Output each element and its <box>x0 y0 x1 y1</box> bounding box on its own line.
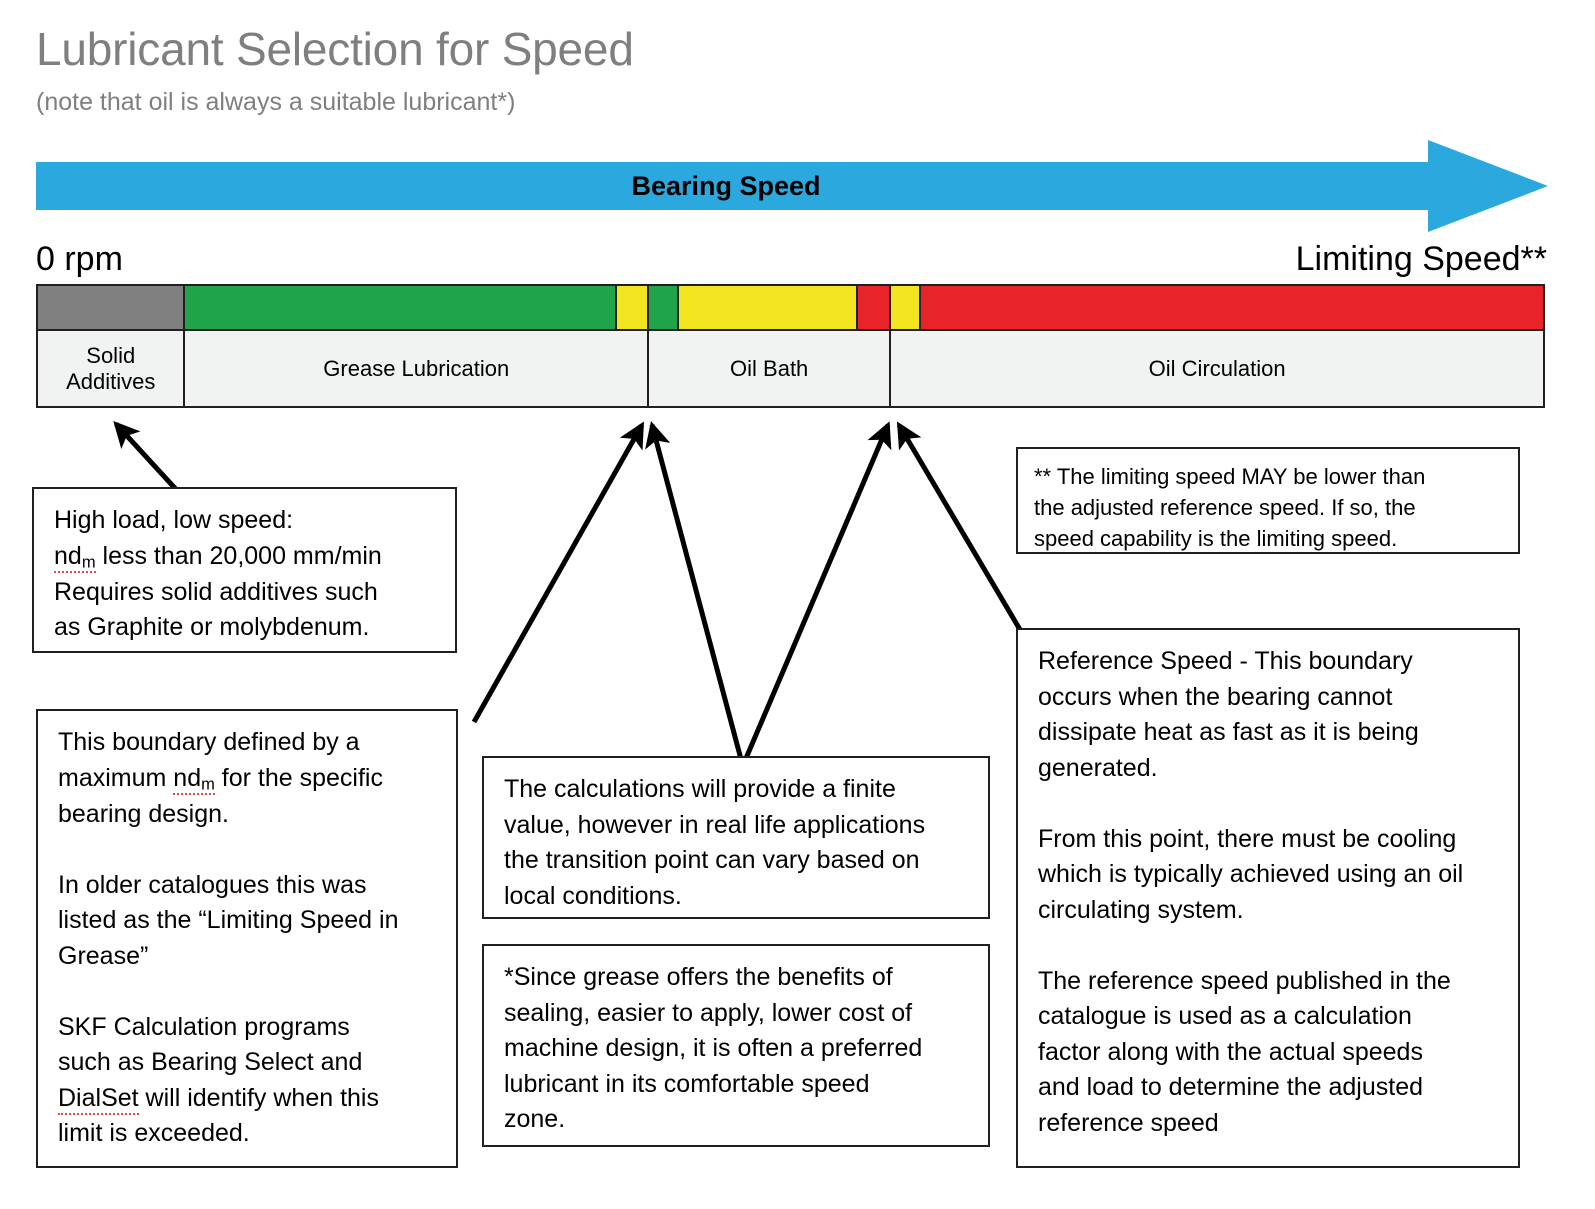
arrow-to-oil-bath-left <box>645 421 745 764</box>
bearing-speed-arrow: Bearing Speed <box>36 140 1548 232</box>
band-segment-grey <box>38 286 186 329</box>
category-cell: Oil Circulation <box>891 331 1543 406</box>
spellcheck-underline: DialSet <box>58 1083 139 1115</box>
category-cell: Solid Additives <box>38 331 186 406</box>
page-subtitle: (note that oil is always a suitable lubr… <box>36 88 516 116</box>
category-label: Solid Additives <box>66 342 156 394</box>
callout-high-load: High load, low speed: ndm less than 20,0… <box>32 487 457 653</box>
page-title: Lubricant Selection for Speed <box>36 23 634 75</box>
spellcheck-underline: ndm <box>54 541 96 573</box>
band-segment-green <box>649 286 680 329</box>
arrow-to-grease-boundary <box>471 421 645 724</box>
callout-reference-speed: Reference Speed - This boundary occurs w… <box>1016 628 1520 1168</box>
arrow-to-oil-bath-right <box>741 421 892 764</box>
band-segment-yellow <box>617 286 649 329</box>
speed-color-band <box>36 284 1545 331</box>
category-label: Oil Bath <box>730 355 809 381</box>
arrow-to-reference-speed <box>896 421 1025 635</box>
band-segment-yellow <box>679 286 859 329</box>
callout-calculations: The calculations will provide a finite v… <box>482 756 990 919</box>
speed-arrow-shape <box>36 140 1548 232</box>
band-segment-yellow <box>891 286 922 329</box>
callout-boundary-ndm: This boundary defined by a maximum ndm f… <box>36 709 458 1168</box>
callout-grease-benefits: *Since grease offers the benefits of sea… <box>482 944 990 1147</box>
band-segment-red <box>858 286 892 329</box>
spellcheck-underline: ndm <box>173 763 215 795</box>
category-cell: Oil Bath <box>649 331 892 406</box>
axis-end-label: Limiting Speed** <box>1295 240 1547 278</box>
callout-limiting-note: ** The limiting speed MAY be lower than … <box>1016 447 1520 554</box>
category-cell: Grease Lubrication <box>185 331 650 406</box>
lubrication-category-row: Solid Additives Grease Lubrication Oil Bat… <box>36 331 1545 408</box>
band-segment-red <box>921 286 1543 329</box>
axis-start-label: 0 rpm <box>36 240 123 278</box>
category-label: Grease Lubrication <box>323 355 510 381</box>
category-label: Oil Circulation <box>1148 355 1286 381</box>
band-segment-green <box>185 286 618 329</box>
